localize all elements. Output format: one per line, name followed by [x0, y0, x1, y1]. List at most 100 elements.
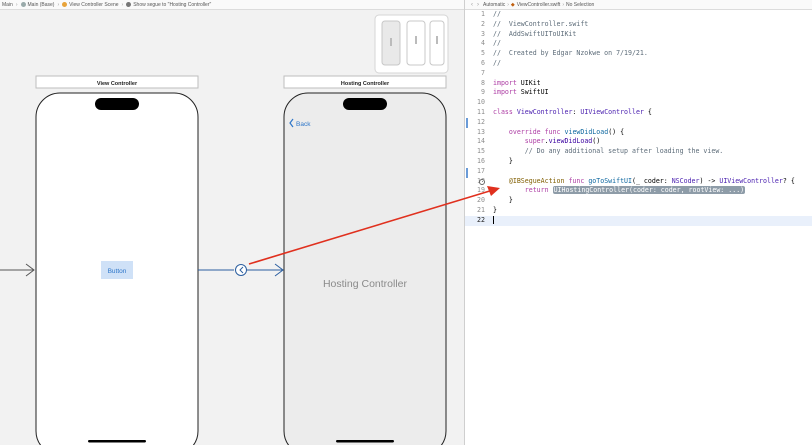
connection-indicator-icon[interactable] [479, 178, 485, 185]
code-token: { [643, 107, 652, 116]
show-segue[interactable] [198, 263, 284, 277]
initial-view-controller-arrow[interactable] [0, 263, 35, 277]
breadcrumb-item-main[interactable]: Main [2, 2, 13, 8]
jump-bar-selection[interactable]: No Selection [565, 1, 595, 8]
code-token: . [544, 137, 549, 146]
code-line[interactable]: 14 super.viewDidLoad() [465, 137, 812, 147]
code-token [493, 177, 509, 185]
code-token: } [493, 205, 497, 214]
code-token [493, 137, 525, 145]
code-line[interactable]: 5 // Created by Edgar Nzokwe on 7/19/21. [465, 49, 812, 59]
code-token [493, 186, 525, 194]
home-indicator [88, 440, 146, 443]
breadcrumb-label: View Controller Scene [69, 1, 119, 8]
code-text: // AddSwiftUIToUIKit [493, 30, 576, 40]
view-controller-title: View Controller [97, 81, 138, 87]
storyboard-button[interactable] [101, 261, 133, 279]
line-number: 21 [477, 205, 485, 214]
code-line[interactable]: 1// [465, 10, 812, 20]
jump-bar: ‹ › Automatic › ◆ ViewController.swift ›… [465, 0, 812, 10]
code-line[interactable]: 10 [465, 98, 812, 108]
code-line[interactable]: 2// ViewController.swift [465, 20, 812, 30]
code-line[interactable]: 9 import SwiftUI [465, 88, 812, 98]
breadcrumb-label: Main (Base) [27, 1, 55, 8]
code-token [549, 186, 553, 194]
back-chevron-icon[interactable] [289, 118, 294, 128]
code-token: UIViewController [580, 107, 644, 116]
view-controller-scene[interactable]: View Controller Button [35, 75, 199, 445]
hosting-controller-device-frame[interactable] [283, 92, 447, 445]
breadcrumb: Main › Main (Base) › View Controller Sce… [0, 0, 464, 10]
breadcrumb-item-segue[interactable]: Show segue to "Hosting Controller" [126, 2, 211, 8]
code-token: viewDidLoad [564, 127, 609, 136]
code-line[interactable]: 15 // Do any additional setup after load… [465, 147, 812, 157]
code-line[interactable]: 22 [465, 215, 812, 226]
navigate-back-icon[interactable]: ‹ [471, 1, 473, 8]
code-line[interactable]: 21} [465, 206, 812, 216]
code-token: super [524, 137, 545, 146]
view-controller-title-bar[interactable] [35, 75, 199, 89]
code-line[interactable]: 20 } [465, 196, 812, 206]
hosting-controller-placeholder: Hosting Controller [323, 278, 408, 290]
code-line[interactable]: 7 [465, 69, 812, 79]
code-text: } [493, 196, 513, 206]
code-token: // ViewController.swift [493, 19, 589, 28]
code-line[interactable]: 6// [465, 59, 812, 69]
code-token: (_ coder: [632, 176, 672, 185]
code-token: : [572, 107, 581, 116]
code-token: UIKit [516, 78, 541, 87]
navigate-forward-icon[interactable]: › [477, 1, 479, 8]
hosting-controller-scene[interactable]: Hosting Controller Back Hosting Controll… [283, 75, 447, 445]
chevron-right-icon: › [562, 1, 564, 8]
line-number: 20 [477, 196, 485, 205]
line-number: 9 [481, 88, 485, 97]
line-number: 11 [477, 107, 485, 116]
code-token: // Do any additional setup after loading… [524, 147, 724, 156]
chevron-right-icon: › [15, 1, 18, 8]
code-line[interactable]: 18 @IBSegueAction func goToSwiftUI(_ cod… [465, 177, 812, 187]
code-token: // Created by Edgar Nzokwe on 7/19/21. [493, 49, 648, 58]
text-cursor [493, 215, 494, 224]
code-token: return [524, 186, 549, 195]
code-token: viewDidLoad [548, 137, 593, 146]
code-line[interactable]: 19 return UIHostingController(coder: cod… [465, 186, 812, 196]
code-line[interactable]: 12 [465, 118, 812, 128]
line-number: 19 [477, 186, 485, 195]
code-text [493, 215, 494, 226]
back-button-label[interactable]: Back [296, 121, 311, 128]
code-token: // AddSwiftUIToUIKit [493, 29, 577, 38]
code-text: import UIKit [493, 79, 541, 89]
code-text: // [493, 10, 501, 20]
code-token: } [493, 156, 513, 165]
line-number: 16 [477, 156, 485, 165]
line-number: 12 [477, 117, 485, 126]
code-text: // [493, 59, 501, 69]
code-line[interactable]: 16 } [465, 157, 812, 167]
code-text: } [493, 157, 513, 167]
code-line[interactable]: 3 // AddSwiftUIToUIKit [465, 30, 812, 40]
line-number: 3 [481, 29, 485, 38]
storyboard-icon [20, 2, 26, 7]
code-line[interactable]: 17 [465, 167, 812, 177]
jump-bar-file[interactable]: ViewController.swift [516, 1, 561, 8]
code-line[interactable]: 13 override func viewDidLoad() { [465, 128, 812, 138]
breadcrumb-item-scene[interactable]: View Controller Scene [62, 1, 119, 8]
line-number: 15 [477, 147, 485, 156]
storyboard-canvas[interactable]: View Controller Button Hosting Controlle… [0, 10, 464, 445]
code-line[interactable]: 4// [465, 39, 812, 49]
line-number: 5 [481, 49, 485, 58]
breadcrumb-item-main-base[interactable]: Main (Base) [20, 1, 55, 8]
code-token: import [493, 88, 517, 97]
line-number: 7 [481, 68, 485, 77]
hosting-controller-title-bar[interactable] [283, 75, 447, 89]
code-token: ) -> [699, 176, 720, 185]
segue-icon[interactable] [235, 264, 247, 276]
code-placeholder-token[interactable]: UIHostingController(coder: coder, rootVi… [552, 186, 746, 195]
jump-bar-mode[interactable]: Automatic [483, 1, 506, 8]
code-text: // Do any additional setup after loading… [493, 147, 724, 157]
code-text: import SwiftUI [493, 88, 549, 98]
code-token: UIViewController [719, 176, 783, 185]
